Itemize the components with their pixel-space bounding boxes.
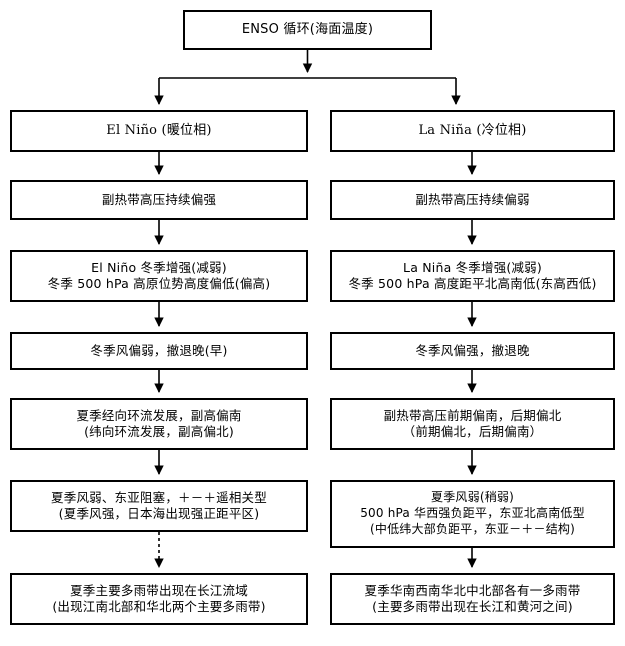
node-text-line-1: 夏季风弱(稍弱) <box>431 490 514 505</box>
node-text-line-2: 冬季 500 hPa 高度距平北高南低(东高西低) <box>348 276 597 291</box>
node-text-line-2: (纬向环流发展，副高偏北) <box>84 424 234 439</box>
node-text-line-1: 夏季经向环流发展，副高偏南 <box>76 407 242 423</box>
node-right-step-3: 冬季风偏强，撤退晚 <box>330 332 615 370</box>
node-left-step-2: El Niño 冬季增强(减弱) 冬季 500 hPa 高原位势高度偏低(偏高) <box>10 250 308 302</box>
node-el-nino-header: El Niño (暖位相) <box>10 110 308 152</box>
node-text-line-3: (中低纬大部负距平，东亚－＋－结构) <box>370 521 575 536</box>
node-left-step-4: 夏季经向环流发展，副高偏南 (纬向环流发展，副高偏北) <box>10 398 308 450</box>
node-text-line-1: 冬季风偏弱，撤退晚(早) <box>90 342 228 358</box>
node-la-nina-header: La Niña (冷位相) <box>330 110 615 152</box>
node-text-line-2: （前期偏北，后期偏南） <box>402 424 543 439</box>
node-text-line-1: La Niña 冬季增强(减弱) <box>403 259 542 275</box>
node-text: ENSO 循环(海面温度) <box>241 22 374 38</box>
node-text: El Niño (暖位相) <box>106 123 212 139</box>
node-text: La Niña (冷位相) <box>418 123 527 139</box>
node-text-line-1: 夏季华南西南华北中北部各有一多雨带 <box>364 582 581 598</box>
node-text-line-2: 冬季 500 hPa 高原位势高度偏低(偏高) <box>47 276 271 291</box>
node-right-step-4: 副热带高压前期偏南，后期偏北 （前期偏北，后期偏南） <box>330 398 615 450</box>
node-text-line-1: 副热带高压持续偏强 <box>101 191 217 207</box>
node-text-line-1: 副热带高压持续偏弱 <box>415 191 530 207</box>
node-text-line-1: 副热带高压前期偏南，后期偏北 <box>383 407 562 423</box>
node-right-step-6: 夏季华南西南华北中北部各有一多雨带 (主要多雨带出现在长江和黄河之间) <box>330 573 615 625</box>
node-text-line-2: (主要多雨带出现在长江和黄河之间) <box>372 599 573 614</box>
node-text-line-1: 夏季主要多雨带出现在长江流域 <box>70 582 248 598</box>
node-left-step-5: 夏季风弱、东亚阻塞，＋－＋遥相关型 (夏季风强，日本海出现强正距平区) <box>10 480 308 532</box>
node-right-step-1: 副热带高压持续偏弱 <box>330 180 615 220</box>
node-text-line-2: (出现江南北部和华北两个主要多雨带) <box>52 599 266 614</box>
node-left-step-1: 副热带高压持续偏强 <box>10 180 308 220</box>
node-right-step-2: La Niña 冬季增强(减弱) 冬季 500 hPa 高度距平北高南低(东高西… <box>330 250 615 302</box>
node-text-line-1: 冬季风偏强，撤退晚 <box>415 342 530 358</box>
node-text-line-1: El Niño 冬季增强(减弱) <box>91 259 227 275</box>
node-left-step-3: 冬季风偏弱，撤退晚(早) <box>10 332 308 370</box>
node-text-line-2: 500 hPa 华西强负距平，东亚北高南低型 <box>360 506 585 521</box>
node-text-line-1: 夏季风弱、东亚阻塞，＋－＋遥相关型 <box>51 489 267 505</box>
node-enso-root: ENSO 循环(海面温度) <box>183 10 432 50</box>
node-text-line-2: (夏季风强，日本海出现强正距平区) <box>58 506 260 521</box>
node-left-step-6: 夏季主要多雨带出现在长江流域 (出现江南北部和华北两个主要多雨带) <box>10 573 308 625</box>
node-right-step-5: 夏季风弱(稍弱) 500 hPa 华西强负距平，东亚北高南低型 (中低纬大部负距… <box>330 480 615 548</box>
